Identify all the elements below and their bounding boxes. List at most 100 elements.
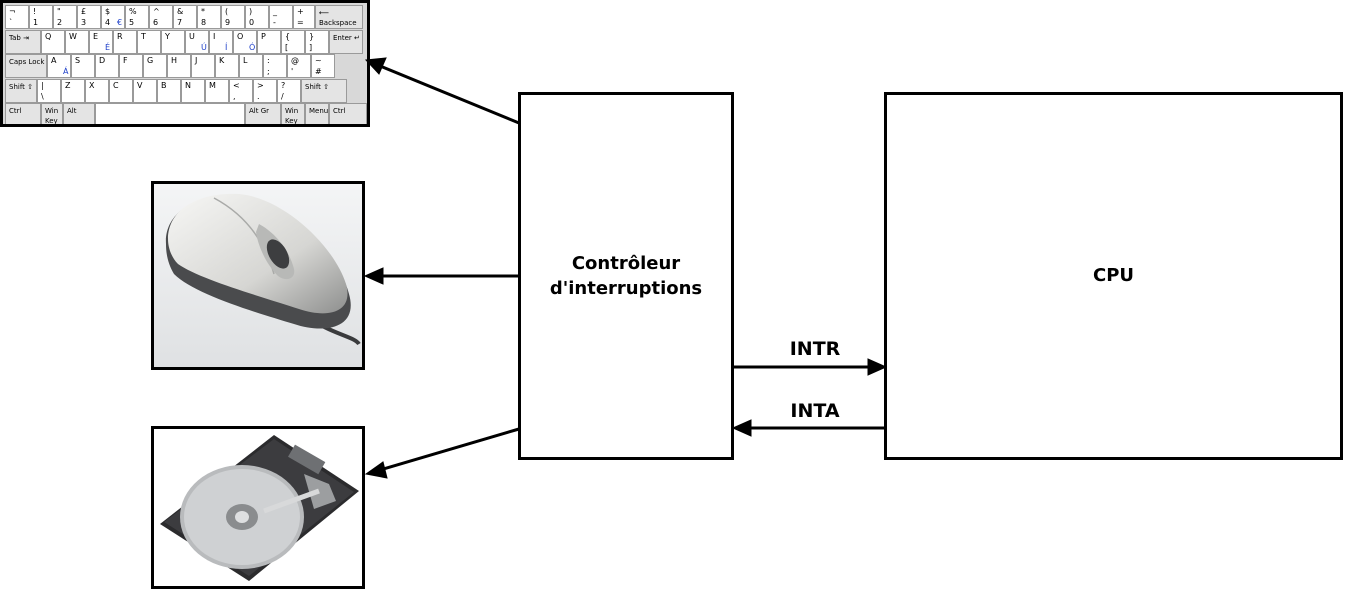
keyboard-key-top-label: _ <box>273 7 277 16</box>
keyboard-key: D <box>95 54 119 78</box>
keyboard-key: Alt <box>63 103 95 124</box>
keyboard-key: (9 <box>221 5 245 29</box>
keyboard-key: "2 <box>53 5 77 29</box>
hard-drive-icon <box>160 435 359 581</box>
keyboard-key-top-label: I <box>213 31 216 41</box>
keyboard-key-top-label: } <box>309 31 315 41</box>
keyboard-key-top-label: @ <box>291 56 299 65</box>
keyboard-key-top-label: J <box>195 56 198 65</box>
keyboard-key: Caps Lock <box>5 54 47 78</box>
keyboard-key-top-label: H <box>171 56 178 65</box>
keyboard-key-top-label: " <box>57 7 61 16</box>
keyboard-key-top-label: U <box>189 31 195 41</box>
keyboard-key: <, <box>229 78 253 103</box>
keyboard-key-bot-label: ' <box>291 67 294 76</box>
keyboard-key-top-label: Y <box>165 31 170 41</box>
interrupt-controller-box <box>518 92 734 460</box>
keyboard-key: L <box>239 54 263 78</box>
keyboard-key: Shift ⇧ <box>301 78 347 103</box>
keyboard-key: W <box>65 29 89 54</box>
keyboard-key: Y <box>161 29 185 54</box>
keyboard-key: ~# <box>311 54 335 78</box>
keyboard-key-bot-label: 5 <box>129 18 135 27</box>
keyboard-key-top-label: N <box>185 80 191 90</box>
keyboard-key-top-label: Z <box>65 80 71 90</box>
keyboard-key-bot-label: 9 <box>225 18 231 27</box>
keyboard-key: Tab ⇥ <box>5 29 41 54</box>
keyboard-key-top-label: Alt Gr <box>249 107 270 115</box>
cpu-box <box>884 92 1343 460</box>
keyboard-key: Shift ⇧ <box>5 78 37 103</box>
keyboard-key-top-label: ~ <box>315 56 322 65</box>
keyboard-key-top-label: P <box>261 31 266 41</box>
keyboard-key-top-label: Ctrl <box>9 107 22 115</box>
mouse-image-frame <box>151 181 365 370</box>
keyboard-key: R <box>113 29 137 54</box>
keyboard-key-top-label: ^ <box>153 7 160 16</box>
keyboard-key-top-label: D <box>99 56 106 65</box>
keyboard-key: Q <box>41 29 65 54</box>
keyboard-key: ¬` <box>5 5 29 29</box>
interrupt-controller-label-line1: Contrôleur <box>571 253 681 274</box>
keyboard-key-top-label: + <box>297 7 304 16</box>
keyboard-key-bot-label: 1 <box>33 18 39 27</box>
keyboard-key-bot-label: 2 <box>57 18 63 27</box>
keyboard-key: T <box>137 29 161 54</box>
keyboard-key-top-label: Shift ⇧ <box>9 82 34 91</box>
keyboard-key: }] <box>305 29 329 54</box>
keyboard-key: $4 € <box>101 5 125 29</box>
keyboard-key-top-label: Tab ⇥ <box>9 33 29 42</box>
keyboard-key-alt-label: É <box>105 42 111 52</box>
keyboard-key-top-label: Shift ⇧ <box>305 82 330 91</box>
keyboard-key: C <box>109 78 133 103</box>
keyboard-key-alt-label: Á <box>63 67 69 76</box>
keyboard-key: N <box>181 78 205 103</box>
keyboard-key: ^6 <box>149 5 173 29</box>
keyboard-key-bot-label: # <box>315 67 322 76</box>
mouse-icon <box>154 184 362 367</box>
keyboard-key-bot-label: ` <box>9 18 13 27</box>
keyboard-key-top-label: A <box>51 56 57 65</box>
keyboard-key-bot-label: - <box>273 18 276 27</box>
keyboard-key-top-label: E <box>93 31 99 41</box>
keyboard-key-alt-label: Í <box>225 42 228 52</box>
keyboard-key: Menu <box>305 103 329 124</box>
keyboard-key-top-label: ! <box>33 7 37 16</box>
keyboard-key-alt-label: € <box>117 18 123 27</box>
keyboard-key-top-label: K <box>219 56 225 65</box>
keyboard-key: P <box>257 29 281 54</box>
keyboard-key-bot-label: Key <box>45 117 58 125</box>
keyboard-key: *8 <box>197 5 221 29</box>
keyboard-key: !1 <box>29 5 53 29</box>
keyboard-key-top-label: $ <box>105 7 111 16</box>
keyboard-key: _- <box>269 5 293 29</box>
keyboard-key-top-label: : <box>267 56 270 65</box>
keyboard-key-top-label: X <box>89 80 95 90</box>
keyboard-key-alt-label: Ó <box>249 42 256 52</box>
keyboard-key-bot-label: 4 <box>105 18 111 27</box>
keyboard-key-bot-label: [ <box>285 42 289 52</box>
keyboard-key: Ctrl <box>329 103 367 124</box>
keyboard-key-bot-label: / <box>281 91 284 101</box>
keyboard-key-top-label: M <box>209 80 216 90</box>
keyboard-key: V <box>133 78 157 103</box>
keyboard-key: ⟵Backspace <box>315 5 363 29</box>
keyboard-key-top-label: V <box>137 80 143 90</box>
keyboard-key-top-label: G <box>147 56 154 65</box>
keyboard-key: Ctrl <box>5 103 41 124</box>
keyboard-key-top-label: ¬ <box>9 7 16 16</box>
keyboard-key-top-label: < <box>233 80 240 90</box>
keyboard-key: )0 <box>245 5 269 29</box>
keyboard-key-bot-label: Key <box>285 117 298 125</box>
keyboard-key-top-label: * <box>201 7 205 16</box>
keyboard-key: {[ <box>281 29 305 54</box>
hard-drive-image-frame <box>151 426 365 589</box>
